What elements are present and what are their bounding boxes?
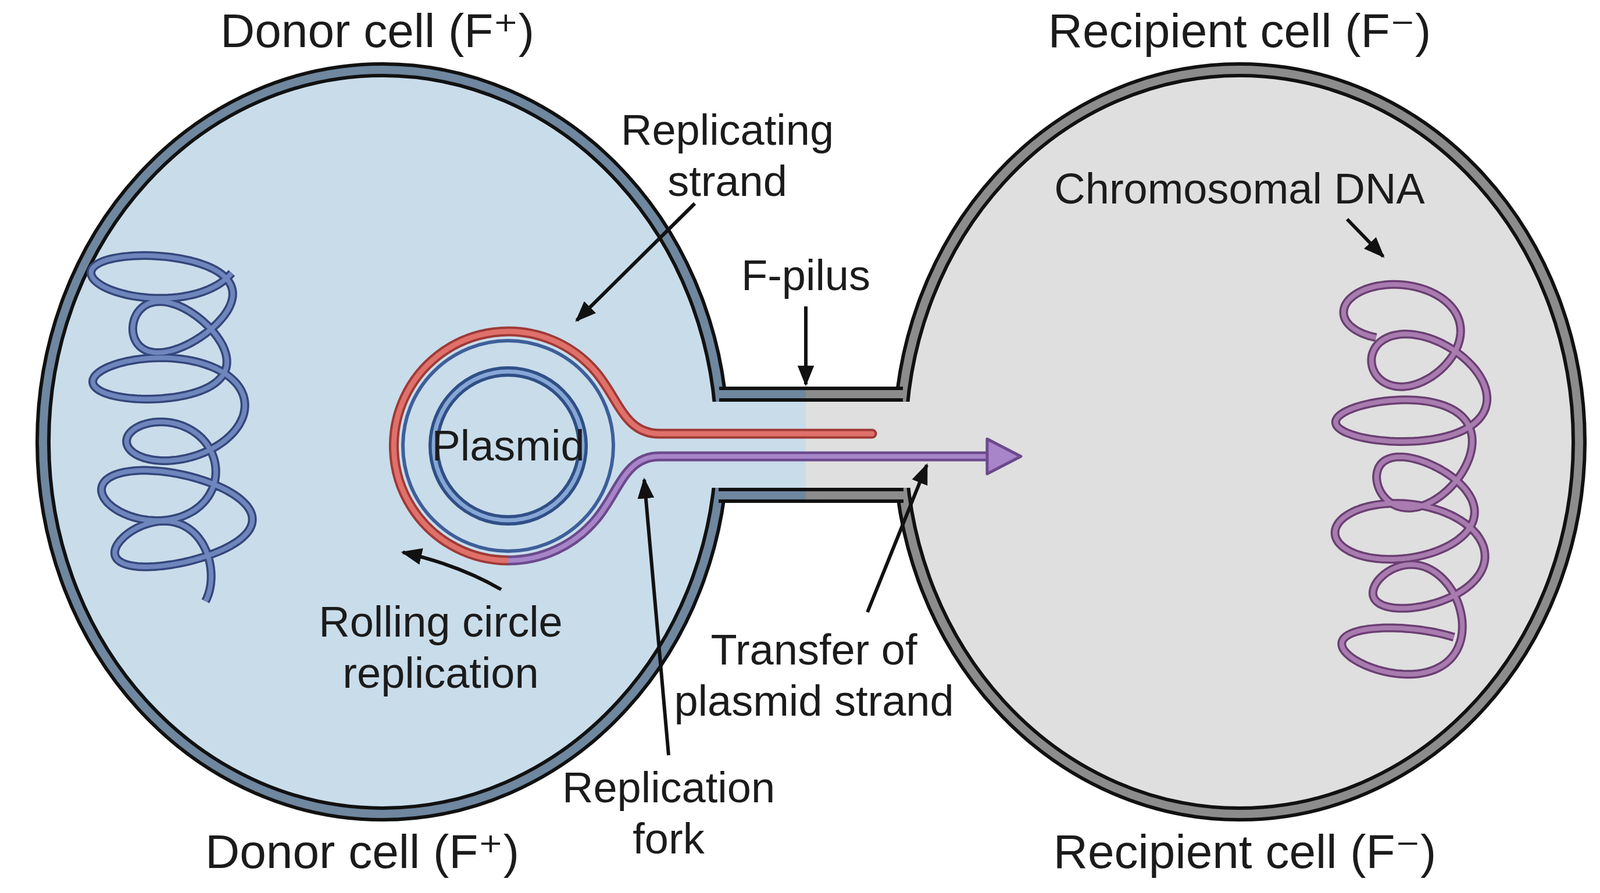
strand-core bbox=[508, 456, 990, 561]
donor-cell-shape bbox=[35, 62, 730, 822]
pilus-lumen-donor bbox=[697, 401, 806, 488]
donor-cell: Donor cell (F⁺)Donor cell (F⁺)Plasmid bbox=[35, 62, 730, 822]
cell-wall bbox=[900, 69, 1580, 814]
leader-arrow bbox=[804, 306, 808, 385]
part-label: Chromosomal DNA bbox=[1054, 163, 1425, 215]
node-title: Recipient cell (F⁻) bbox=[1048, 5, 1431, 57]
edge-label: Transfer of plasmid strand bbox=[656, 624, 971, 727]
node-title: Donor cell (F⁺) bbox=[220, 5, 535, 57]
cell-wall-outline bbox=[43, 69, 723, 814]
part-label: Replication fork bbox=[540, 762, 797, 865]
chromosome-coil bbox=[1334, 284, 1488, 675]
chromosome-coil bbox=[91, 255, 253, 602]
cell-wall-outline bbox=[900, 69, 1580, 814]
curved-arrow bbox=[402, 552, 502, 590]
plasmid-circle: Plasmid bbox=[428, 366, 588, 526]
pilus-wall bbox=[716, 390, 806, 399]
template-strand bbox=[402, 340, 614, 552]
replicating-strand bbox=[393, 331, 873, 561]
part-label: Replicating strand bbox=[587, 104, 867, 207]
part-label: F-pilus bbox=[741, 250, 871, 302]
pilus-wall bbox=[805, 491, 907, 500]
leader-arrow bbox=[867, 465, 927, 613]
node-title: Plasmid bbox=[431, 420, 585, 472]
strand-outline bbox=[508, 456, 990, 561]
pilus-wall bbox=[715, 491, 806, 500]
replicating-strand bbox=[393, 331, 873, 561]
chromosome-coil bbox=[91, 255, 253, 602]
node-subtitle: Recipient cell (F⁻) bbox=[1053, 826, 1437, 878]
transfer-strand bbox=[508, 438, 1021, 561]
cell-wall bbox=[43, 69, 723, 814]
leader-arrow bbox=[1347, 219, 1384, 257]
leader-arrow bbox=[644, 479, 669, 756]
node-subtitle: Donor cell (F⁺) bbox=[205, 826, 520, 878]
chromosome-coil bbox=[1334, 284, 1488, 675]
pilus-wall bbox=[805, 390, 906, 399]
pilus-lumen-recipient bbox=[805, 401, 925, 488]
leader-arrow bbox=[576, 203, 695, 321]
arrow-head bbox=[987, 438, 1021, 474]
part-label: Rolling circle replication bbox=[289, 596, 592, 699]
